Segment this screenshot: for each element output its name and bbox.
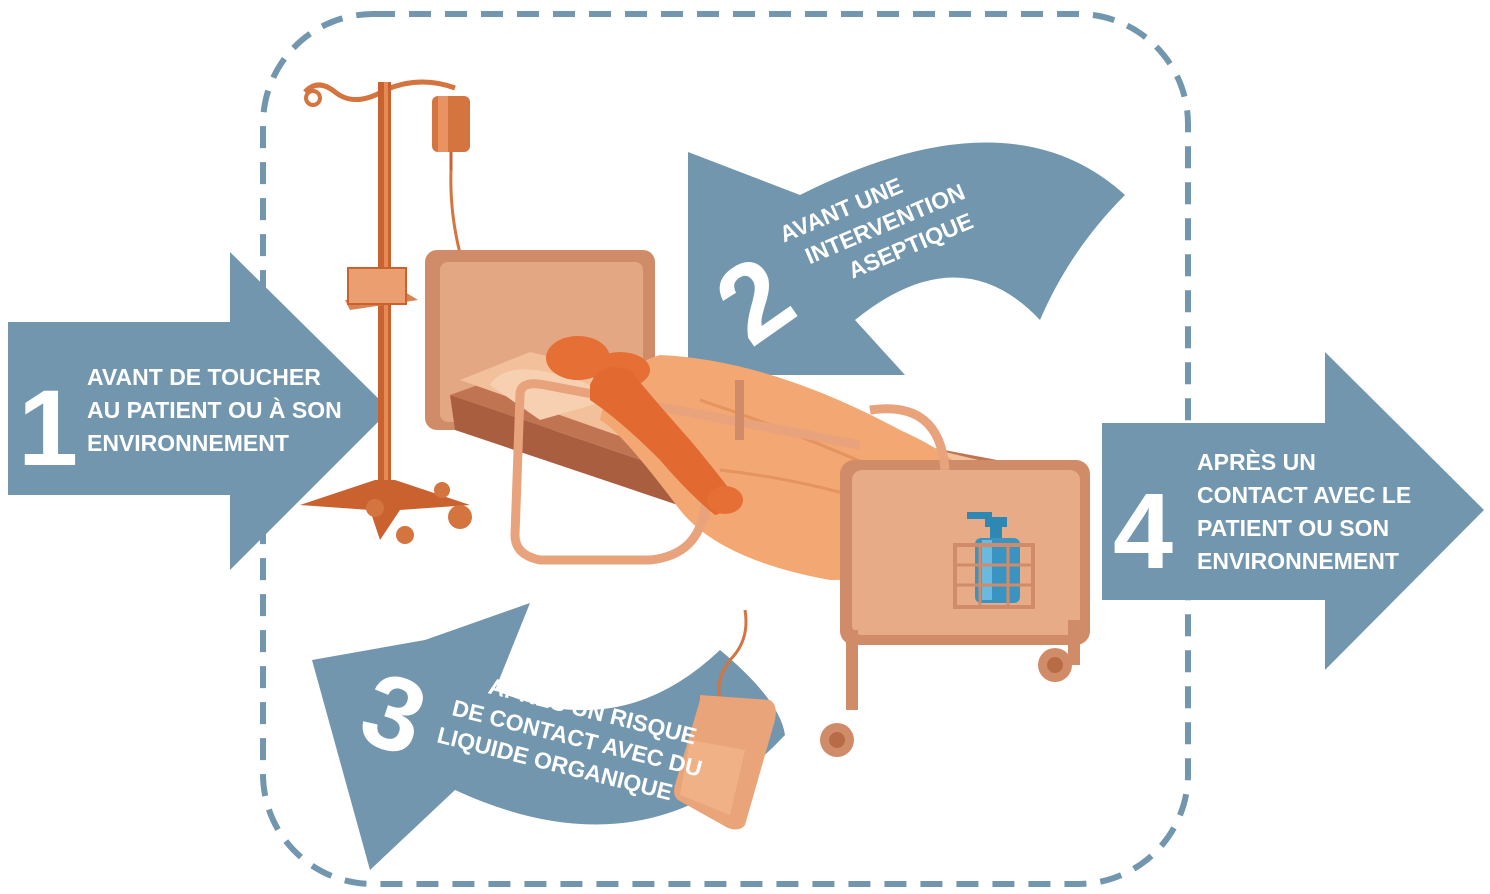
moment-4-number: 4 (1113, 470, 1173, 591)
moment-4-line-1: APRÈS UN (1197, 448, 1316, 475)
moment-4-line-3: PATIENT OU SON (1197, 515, 1389, 541)
moment-1-number: 1 (18, 367, 78, 488)
moment-1-line-1: AVANT DE TOUCHER (87, 364, 321, 390)
moment-4-line-2: CONTACT AVEC LE (1197, 482, 1411, 508)
moment-4-line-4: ENVIRONNEMENT (1197, 548, 1399, 574)
moment-1-line-3: ENVIRONNEMENT (87, 430, 289, 456)
moment-1-line-2: AU PATIENT OU À SON (87, 396, 342, 423)
